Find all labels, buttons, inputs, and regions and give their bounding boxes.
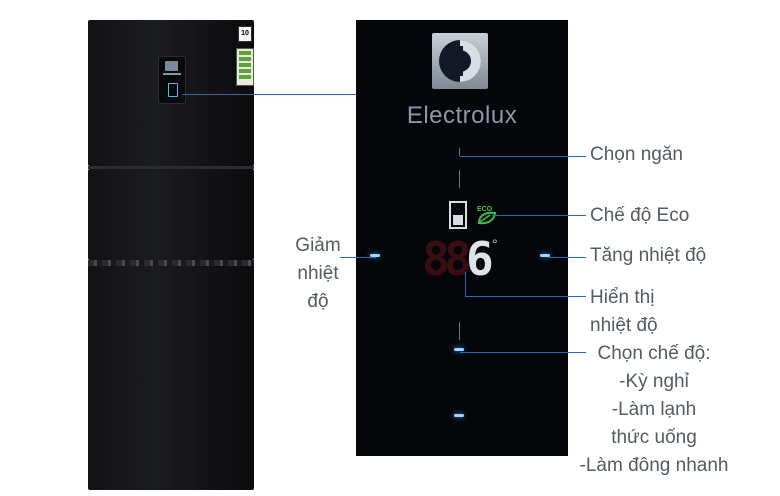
- lock-key[interactable]: [454, 414, 464, 417]
- select-mode-chill: -Làm lạnh: [611, 399, 697, 420]
- compartment-touch-key[interactable]: [459, 170, 460, 188]
- callout-decrease-temp: Giảm nhiệt độ: [290, 232, 346, 316]
- callout-line-select-compartment: [460, 156, 586, 157]
- callout-line-select-mode: [460, 352, 586, 353]
- mini-logo-icon: [165, 61, 178, 71]
- zoom-connector-line: [182, 94, 356, 95]
- fridge-image: 10: [88, 20, 254, 490]
- fridge-trim-strip: [88, 260, 254, 268]
- select-mode-chill-2: thức uống: [611, 427, 697, 448]
- control-panel-closeup: Electrolux ECO 8 8 6 °: [356, 20, 568, 456]
- energy-label-sticker: 10: [238, 26, 252, 42]
- panel-brand-name: Electrolux: [406, 102, 518, 129]
- decrease-temp-line-2: nhiệt: [297, 263, 339, 284]
- callout-select-mode: Chọn chế độ: -Kỳ nghỉ -Làm lạnh thức uốn…: [566, 340, 742, 480]
- callout-eco-mode: Chế độ Eco: [590, 205, 690, 226]
- callout-show-temp: Hiển thị nhiệt độ: [590, 284, 658, 340]
- show-temp-line-2: nhiệt độ: [590, 315, 658, 336]
- decrease-temp-key[interactable]: [370, 254, 380, 257]
- fridge-middle-drawer: [88, 169, 254, 260]
- eco-label: ECO: [477, 206, 493, 213]
- select-mode-title: Chọn chế độ:: [597, 343, 711, 364]
- fridge-top-door: 10: [88, 20, 254, 166]
- compartment-icon: [448, 200, 468, 235]
- callout-line-increase: [548, 257, 586, 258]
- decrease-temp-line-3: độ: [307, 291, 329, 312]
- ghost-digit: 8: [422, 232, 450, 286]
- mini-brand-mark: [163, 73, 181, 75]
- electrolux-logo-icon: [432, 33, 488, 89]
- select-mode-fastfreeze: -Làm đông nhanh: [579, 455, 729, 476]
- callout-line-decrease: [340, 257, 376, 258]
- temperature-digit: 6: [466, 232, 494, 286]
- callout-line-show-temp: [465, 296, 586, 297]
- ghost-digit-2: 8: [444, 232, 472, 286]
- degree-symbol: °: [492, 236, 498, 252]
- fridge-bottom-drawer: [88, 266, 254, 490]
- mini-compartment-icon: [168, 83, 178, 97]
- energy-rating-sticker: [236, 48, 254, 86]
- decrease-temp-line-1: Giảm: [295, 235, 341, 256]
- select-mode-holiday: -Kỳ nghỉ: [619, 371, 689, 392]
- eco-leaf-icon: ECO: [476, 204, 498, 231]
- mode-select-key[interactable]: [454, 348, 464, 351]
- show-temp-line-1: Hiển thị: [590, 287, 655, 308]
- callout-line-eco: [492, 215, 586, 216]
- fridge-control-panel-thumbnail: [158, 56, 186, 104]
- callout-increase-temp: Tăng nhiệt độ: [590, 245, 707, 266]
- increase-temp-key[interactable]: [540, 254, 550, 257]
- callout-select-compartment: Chọn ngăn: [590, 144, 683, 165]
